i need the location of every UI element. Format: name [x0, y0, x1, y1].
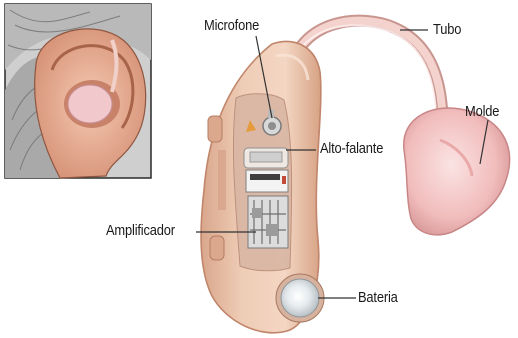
hearing-aid-illustration — [201, 42, 324, 333]
ear-illustration — [5, 4, 151, 178]
label-bateria: Bateria — [358, 289, 398, 306]
label-tubo: Tubo — [433, 21, 461, 38]
label-molde: Molde — [465, 103, 499, 120]
label-amplificador: Amplificador — [106, 222, 175, 239]
label-alto-falante: Alto-falante — [320, 140, 383, 157]
label-microfone: Microfone — [204, 17, 259, 34]
mold-illustration — [404, 108, 510, 235]
